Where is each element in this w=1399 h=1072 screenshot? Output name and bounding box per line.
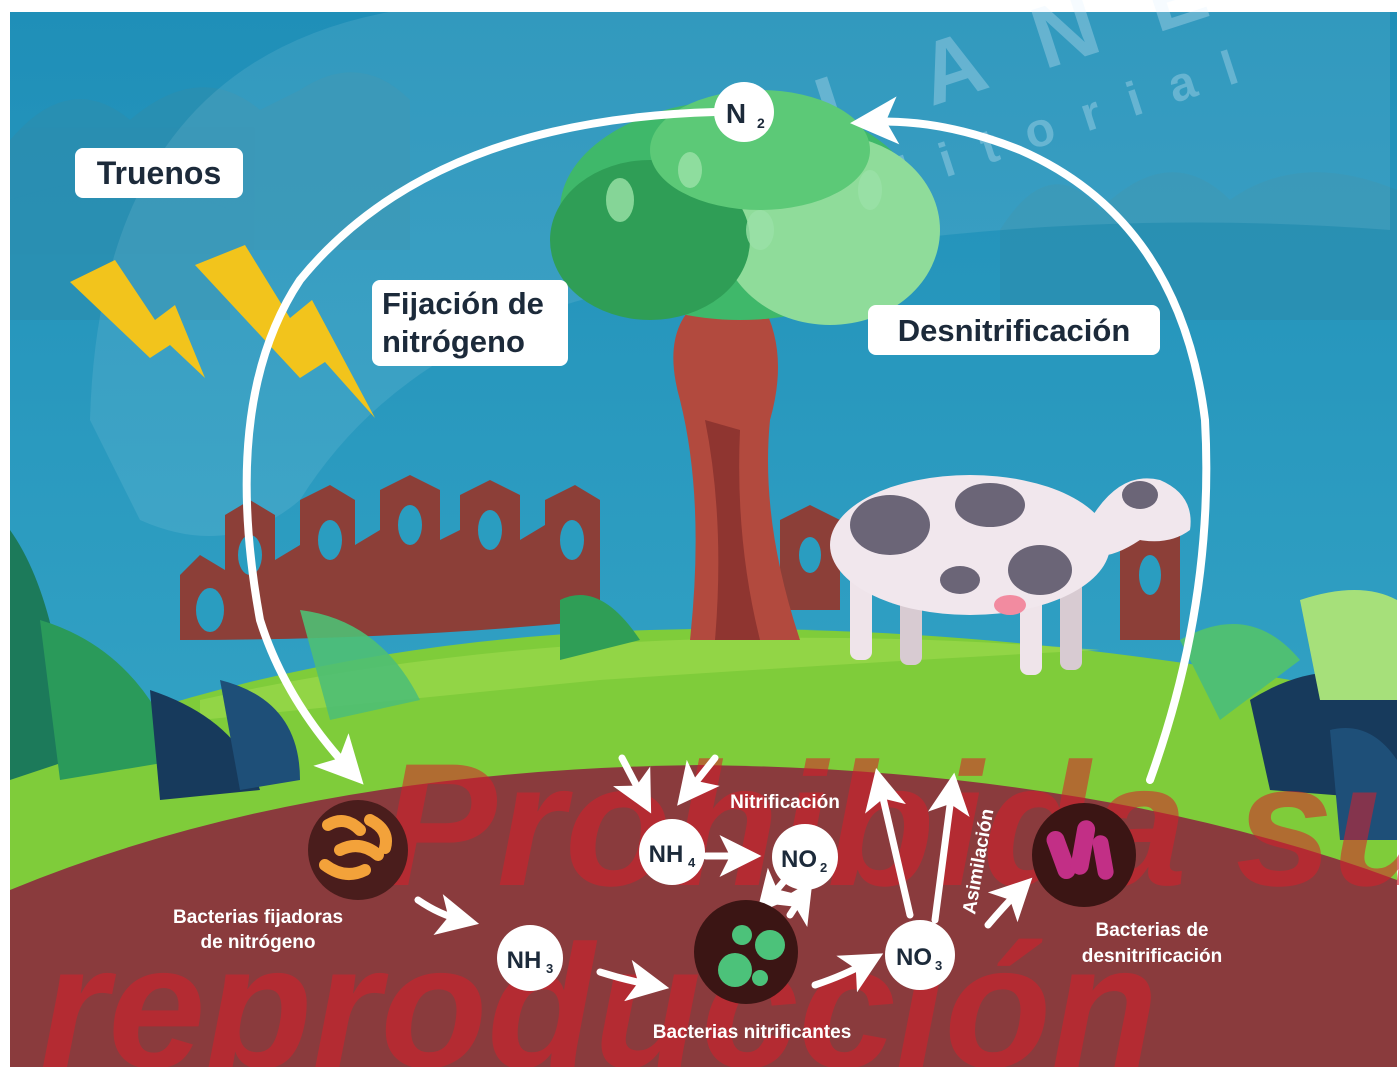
label-nitrificacion: Nitrificación	[730, 792, 840, 813]
label-desnitrificacion: Desnitrificación	[868, 305, 1160, 355]
molecule-no2-sub: 2	[820, 860, 827, 875]
label-fijacion: Fijación de nitrógeno	[372, 280, 568, 366]
molecule-no2-base: NO	[781, 846, 817, 873]
molecule-n2: N 2	[714, 82, 774, 142]
label-fijacion-line2: nitrógeno	[382, 324, 525, 359]
molecule-nh4-sub: 4	[688, 855, 696, 870]
molecule-n2-base: N	[726, 98, 746, 129]
label-truenos-text: Truenos	[97, 155, 221, 191]
nitrifying-bacteria-icon	[694, 900, 798, 1004]
nitrogen-fixing-bacteria-icon	[308, 800, 408, 900]
molecule-no3-base: NO	[896, 944, 932, 971]
molecule-nh3: NH 3	[497, 925, 563, 991]
label-bacterias-fijadoras-1: Bacterias fijadoras	[173, 907, 343, 928]
label-bacterias-nitrificantes: Bacterias nitrificantes	[653, 1022, 852, 1043]
molecule-nh4-base: NH	[649, 841, 684, 868]
molecule-nh3-base: NH	[507, 947, 542, 974]
molecule-no2: NO 2	[772, 824, 838, 890]
molecule-no3: NO 3	[885, 920, 955, 990]
molecule-n2-sub: 2	[757, 115, 765, 131]
molecule-no3-sub: 3	[935, 958, 942, 973]
molecule-nh3-sub: 3	[546, 961, 553, 976]
denitrifying-bacteria-icon	[1032, 803, 1136, 907]
molecule-nh4: NH 4	[639, 819, 705, 885]
label-bacterias-fijadoras-2: de nitrógeno	[200, 932, 315, 953]
label-bacterias-desnit-2: desnitrificación	[1082, 946, 1222, 967]
label-truenos: Truenos	[75, 148, 243, 198]
label-bacterias-desnit-1: Bacterias de	[1095, 920, 1208, 941]
label-fijacion-line1: Fijación de	[382, 286, 544, 321]
label-desnitrificacion-text: Desnitrificación	[898, 313, 1131, 348]
